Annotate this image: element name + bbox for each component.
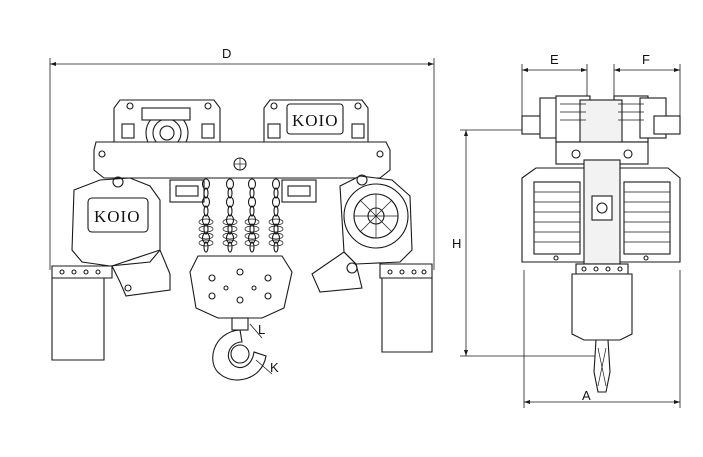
chain-link: [227, 241, 233, 253]
dimension-d: D: [49, 46, 435, 270]
chain-spring-coil: [268, 225, 284, 233]
dimension-label-l: L: [258, 322, 265, 337]
dimension-label-a: A: [582, 388, 591, 403]
chain-spring-coil: [198, 232, 214, 240]
chain-link: [227, 223, 233, 235]
chain-link: [203, 223, 209, 235]
chain-spring-coil: [244, 218, 260, 226]
chain-spring-coil: [268, 239, 284, 247]
chain-spring-coil: [244, 225, 260, 233]
chain-link: [225, 178, 235, 190]
chain-link: [249, 241, 255, 253]
chain-spring-coil: [222, 239, 238, 247]
chain-link: [227, 187, 233, 199]
chain-link: [247, 178, 257, 190]
dimension-label-h: H: [452, 236, 461, 251]
chain-link: [273, 187, 279, 199]
control-box-left: [169, 179, 205, 203]
dimension-label-f: F: [642, 52, 650, 67]
hoist-left: KOIO: [51, 176, 171, 361]
chain-spring-coil: [244, 239, 260, 247]
chain-link: [271, 178, 281, 190]
dimension-label-e: E: [550, 52, 559, 67]
chain-spring-coil: [222, 232, 238, 240]
chain-spring-coil: [198, 218, 214, 226]
logo-left: KOIO: [94, 207, 141, 226]
chain-link: [203, 241, 209, 253]
chain-link: [201, 196, 211, 208]
chain-spring-coil: [244, 232, 260, 240]
chain-link: [201, 178, 211, 190]
chain-link: [273, 223, 279, 235]
front-view: D KOIO: [49, 46, 435, 381]
chain-spring-coil: [268, 232, 284, 240]
chain-link: [203, 205, 209, 217]
chain-spring-coil: [198, 239, 214, 247]
chain-link: [225, 196, 235, 208]
dimension-a: A: [523, 270, 681, 408]
chain-link: [249, 187, 255, 199]
chain-link: [247, 196, 257, 208]
chain-link: [273, 205, 279, 217]
side-hook-block: [571, 263, 633, 393]
chain-link: [203, 187, 209, 199]
chain-link: [271, 196, 281, 208]
logo-right: KOIO: [292, 111, 339, 130]
dimension-e: E: [521, 52, 588, 122]
control-box-right: [281, 179, 317, 203]
chain-link: [273, 241, 279, 253]
chain-link: [249, 223, 255, 235]
chain-spring-coil: [222, 225, 238, 233]
chain-link: [249, 205, 255, 217]
side-hoist-body: [521, 159, 681, 265]
side-view: E F H A: [452, 52, 681, 408]
dimension-label-d: D: [222, 46, 231, 61]
hook-block: [189, 255, 293, 331]
load-chains: [198, 178, 284, 253]
side-trolley: [521, 95, 681, 165]
chain-spring-coil: [222, 218, 238, 226]
chain-spring-coil: [268, 218, 284, 226]
chain-spring-coil: [198, 225, 214, 233]
crossbeam: [93, 141, 391, 179]
hoist-right: [311, 174, 433, 353]
hook: L K: [212, 322, 279, 381]
dimension-label-k: K: [270, 360, 279, 375]
chain-link: [227, 205, 233, 217]
